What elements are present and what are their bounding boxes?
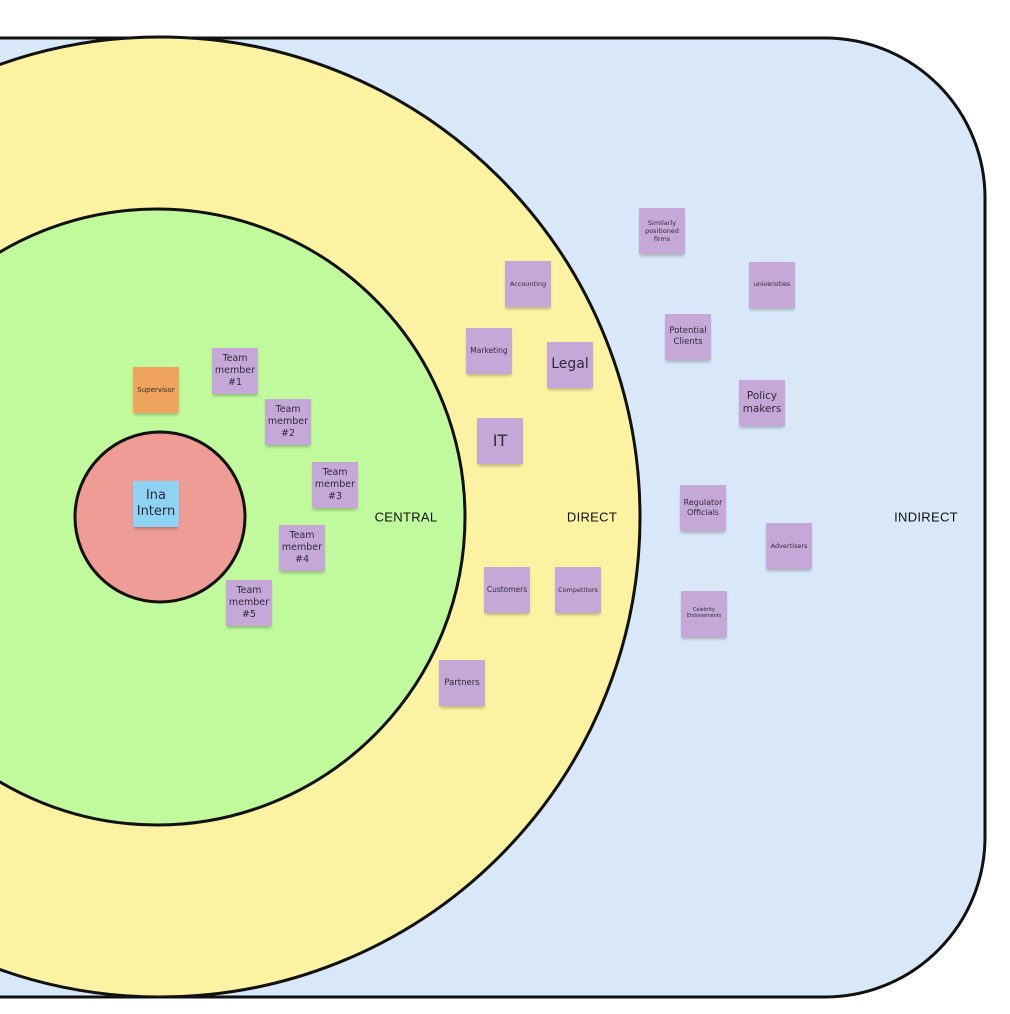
sticky-note-supervisor[interactable]: Supervisor bbox=[133, 367, 179, 413]
sticky-note-similar-firms[interactable]: Similarly positioned firms bbox=[639, 208, 685, 254]
sticky-note-advertisers[interactable]: Advertisers bbox=[766, 523, 812, 569]
sticky-note-team-member-1[interactable]: Team member #1 bbox=[212, 348, 258, 394]
direct-label: DIRECT bbox=[566, 509, 618, 525]
sticky-note-team-member-2[interactable]: Team member #2 bbox=[265, 399, 311, 445]
sticky-note-policy-makers[interactable]: Policy makers bbox=[739, 380, 785, 426]
sticky-note-celebrity-endorsements[interactable]: Celebrity Endorsements bbox=[681, 591, 727, 637]
sticky-note-team-member-3[interactable]: Team member #3 bbox=[312, 462, 358, 508]
sticky-note-core[interactable]: Ina Intern bbox=[133, 481, 179, 527]
sticky-note-it[interactable]: IT bbox=[477, 418, 523, 464]
sticky-note-partners[interactable]: Partners bbox=[439, 660, 485, 706]
central-label: CENTRAL bbox=[374, 509, 438, 525]
sticky-note-potential-clients[interactable]: Potential Clients bbox=[665, 314, 711, 360]
indirect-label: INDIRECT bbox=[894, 509, 958, 525]
sticky-note-customers[interactable]: Customers bbox=[484, 567, 530, 613]
sticky-note-team-member-5[interactable]: Team member #5 bbox=[226, 580, 272, 626]
sticky-note-legal[interactable]: Legal bbox=[547, 342, 593, 388]
sticky-note-team-member-4[interactable]: Team member #4 bbox=[279, 525, 325, 571]
sticky-note-universities[interactable]: universities bbox=[749, 262, 795, 308]
sticky-note-marketing[interactable]: Marketing bbox=[466, 328, 512, 374]
sticky-note-accounting[interactable]: Accounting bbox=[505, 261, 551, 307]
sticky-note-regulator-officials[interactable]: Regulator Officials bbox=[680, 485, 726, 531]
sticky-note-competitors[interactable]: Competitors bbox=[555, 567, 601, 613]
